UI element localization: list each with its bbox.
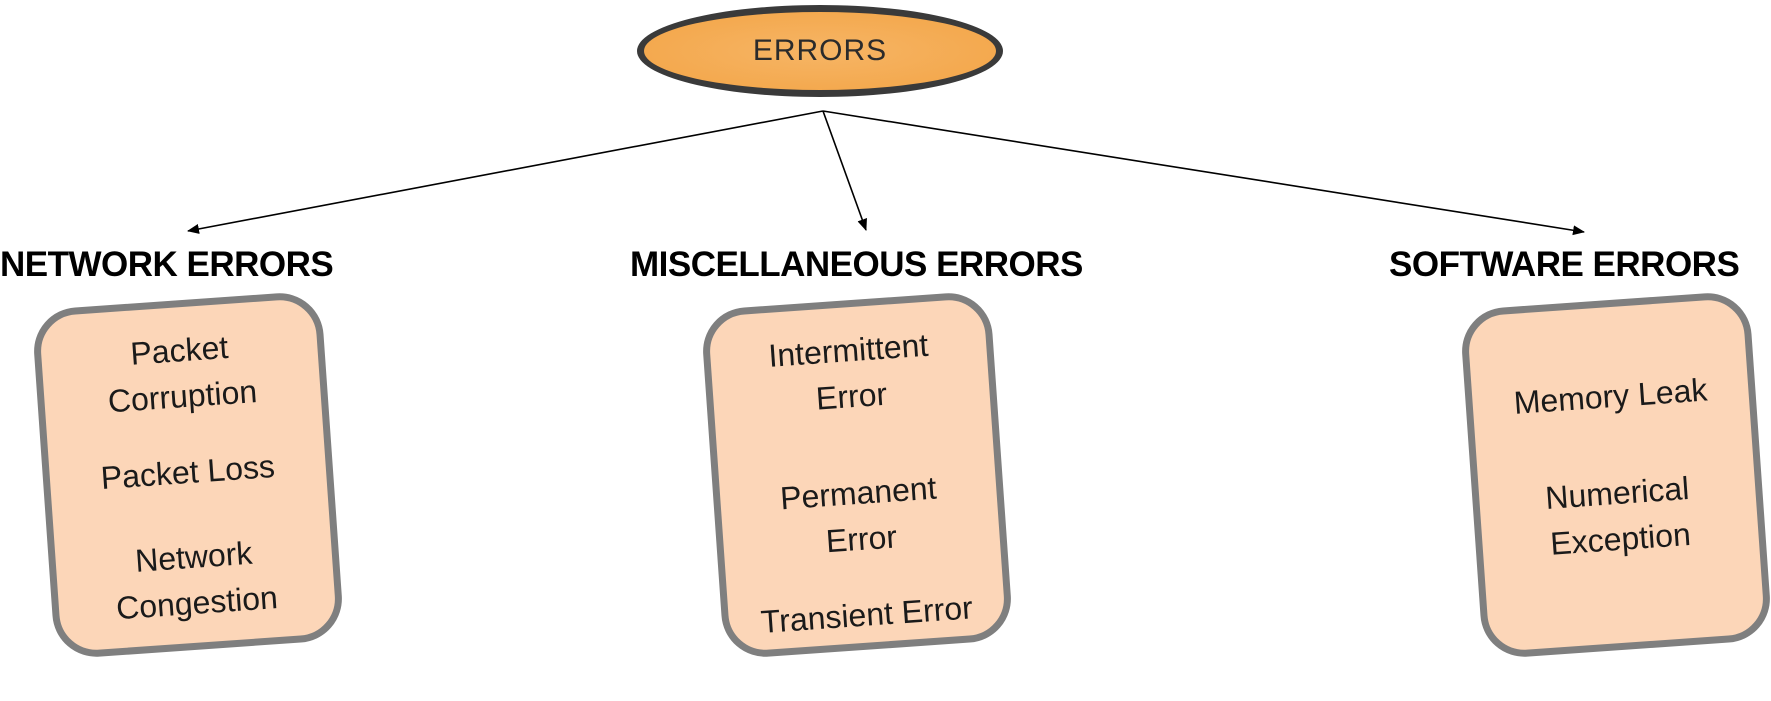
arrow-to-software-errors [822, 110, 1585, 236]
list-item-memory-leak: Memory Leak [1512, 371, 1709, 421]
list-item-packet-loss: Packet Loss [99, 447, 276, 497]
software-errors-title: SOFTWARE ERRORS [1389, 245, 1740, 284]
network-errors-title: NETWORK ERRORS [0, 245, 334, 284]
errors-root-node: ERRORS [637, 5, 1003, 97]
miscellaneous-errors-title: MISCELLANEOUS ERRORS [630, 245, 1083, 284]
arrow-to-network-errors [187, 110, 824, 234]
list-item-transient-error: Transient Error [759, 589, 974, 641]
arrow-to-miscellaneous-errors [822, 110, 867, 231]
root-label: ERRORS [752, 34, 888, 67]
